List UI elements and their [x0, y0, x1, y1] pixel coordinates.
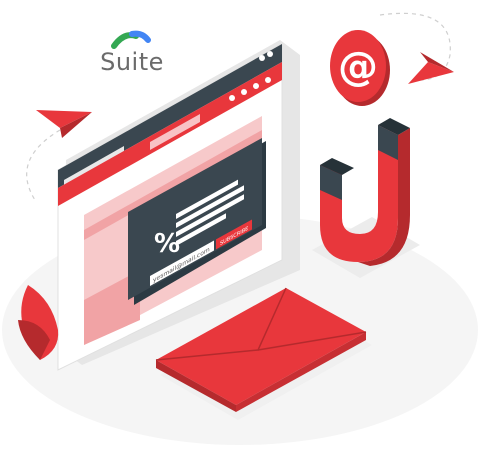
paper-plane-icon: [408, 52, 454, 84]
heart-icon: [265, 77, 271, 83]
user-icon: [229, 95, 235, 101]
flight-path-left: [26, 129, 61, 201]
window-dot: [267, 51, 273, 57]
suite-logo: Suite: [92, 26, 172, 78]
address-bar: [64, 146, 124, 186]
search-bar: [150, 114, 200, 150]
envelope-icon: [155, 287, 372, 420]
svg-text:@: @: [338, 44, 378, 90]
leaf-icon: [18, 285, 59, 360]
at-sign-icon: @: [330, 30, 390, 106]
paper-plane-icon: [36, 110, 92, 138]
subscribe-button[interactable]: [216, 219, 252, 250]
window-dot: [259, 55, 265, 61]
percent-label: %: [154, 229, 180, 259]
logo-text: Suite: [100, 48, 164, 76]
email-input[interactable]: [150, 240, 214, 286]
popup-text-lines: [176, 179, 244, 246]
search-icon: [253, 83, 259, 89]
magnet-icon: [312, 118, 420, 278]
suite-logo-arc: [111, 30, 151, 49]
subscribe-popup: % yesmail@mail.com SUBSCRIBE: [128, 138, 266, 305]
bell-icon: [241, 89, 247, 95]
